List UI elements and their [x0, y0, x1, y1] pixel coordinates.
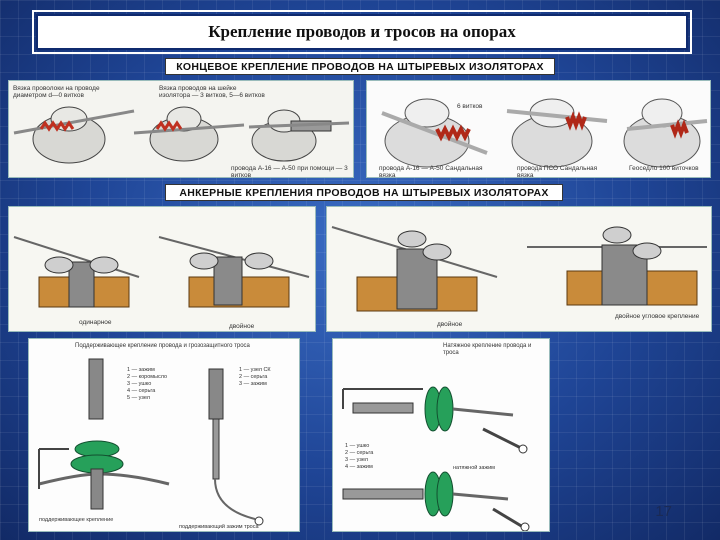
caption-2c: двойное — [437, 321, 463, 328]
crossarm-3 — [356, 230, 478, 312]
caption-2d: двойное угловое крепление — [615, 313, 700, 320]
tension-clamp-illustration — [342, 386, 530, 531]
left-legend-3: 3 — ушко — [127, 381, 152, 387]
section-1-left-panel: Вязка проволоки на проводе диаметром d—0… — [8, 80, 354, 178]
page-number: 17 — [655, 503, 672, 520]
slide-title-box: Крепление проводов и тросов на опорах — [32, 10, 692, 54]
section-3-left-bottom: поддерживающее крепление — [39, 517, 114, 523]
left-legend-1: 1 — зажим — [127, 367, 155, 373]
tension-string-2 — [342, 471, 530, 531]
section-2-right-panel: двойное двойное угловое крепление — [326, 206, 712, 332]
right-legend-3: 3 — узел — [345, 457, 368, 463]
section-3-mid-bottom: поддерживающий зажим троса — [179, 524, 259, 530]
caption-1b: Вязка проводов на шейке изолятора — 3 ви… — [159, 85, 265, 99]
section-3-right-bottom: натяжной зажим — [453, 465, 495, 471]
section-3-right-panel: Натяжное крепление провода и троса 1 — у… — [332, 338, 550, 532]
section-1-header-text: КОНЦЕВОЕ КРЕПЛЕНИЕ ПРОВОДОВ НА ШТЫРЕВЫХ … — [176, 60, 544, 73]
caption-1d: 6 витков — [457, 103, 483, 110]
caption-1c: провода А-16 — А-50 при помощи — 3 витко… — [231, 165, 348, 178]
insulator-2 — [133, 106, 245, 162]
suspension-clamp-illustration — [38, 358, 264, 526]
anchor-double-illustration — [331, 226, 707, 312]
caption-1f: провода ПСО Сандальная вязка — [517, 165, 598, 178]
caption-1a: Вязка проволоки на проводе диаметром d—0… — [13, 85, 100, 99]
section-2-header: АНКЕРНЫЕ КРЕПЛЕНИЯ ПРОВОДОВ НА ШТЫРЕВЫХ … — [165, 184, 563, 201]
section-2-left-panel: одинарное двойное — [8, 206, 316, 332]
insulator-1 — [13, 106, 135, 164]
suspension-string-1 — [38, 358, 170, 510]
left-legend2-1: 1 — узел СК — [239, 367, 271, 373]
section-1-header: КОНЦЕВОЕ КРЕПЛЕНИЕ ПРОВОДОВ НА ШТЫРЕВЫХ … — [165, 58, 555, 75]
insulator-3 — [248, 109, 350, 162]
right-legend-1: 1 — ушко — [345, 443, 370, 449]
section-2-header-text: АНКЕРНЫЕ КРЕПЛЕНИЯ ПРОВОДОВ НА ШТЫРЕВЫХ … — [179, 186, 549, 199]
left-legend-5: 5 — узел — [127, 395, 150, 401]
left-legend2-3: 3 — зажим — [239, 381, 267, 387]
caption-2b: двойное — [229, 323, 255, 330]
section-3-right-title: Натяжное крепление провода и троса — [443, 343, 532, 356]
left-legend2-2: 2 — серьга — [239, 374, 268, 380]
crossarm-1 — [38, 256, 130, 308]
slide-title: Крепление проводов и тросов на опорах — [208, 22, 516, 41]
right-legend-2: 2 — серьга — [345, 450, 374, 456]
anchor-single-illustration — [13, 236, 310, 308]
section-3-left-panel: Поддерживающее крепление провода и грозо… — [28, 338, 300, 532]
caption-2a: одинарное — [79, 319, 112, 326]
left-legend-2: 2 — коромысло — [127, 374, 168, 380]
wrap-1 — [381, 98, 488, 168]
caption-1g: Геоседло 100 виточков — [629, 165, 699, 172]
crossarm-4 — [566, 226, 698, 306]
wrap-2 — [506, 98, 608, 168]
section-3-left-title: Поддерживающее крепление провода и грозо… — [75, 343, 250, 349]
right-legend-4: 4 — зажим — [345, 464, 373, 470]
section-1-right-panel: 6 витков провода А-16 — А-50 Сандальная … — [366, 80, 711, 178]
suspension-string-2 — [208, 368, 264, 526]
caption-1e: провода А-16 — А-50 Сандальная вязка — [379, 165, 483, 178]
tension-string-1 — [342, 386, 528, 454]
crossarm-2 — [188, 252, 290, 308]
wire-wrapping-illustration — [381, 98, 708, 168]
wrap-3 — [623, 98, 708, 168]
insulator-bindings-illustration — [13, 106, 350, 164]
left-legend-4: 4 — серьга — [127, 388, 156, 394]
